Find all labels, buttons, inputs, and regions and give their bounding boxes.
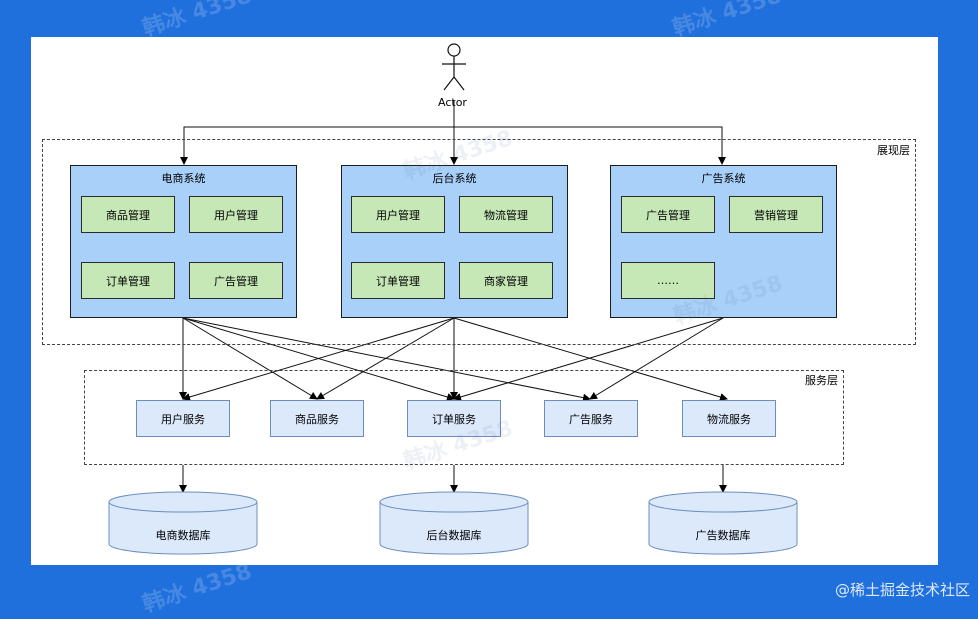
module-box: 广告管理: [621, 196, 715, 233]
actor-icon: [442, 43, 466, 91]
connector-lines: [108, 43, 798, 555]
service-box: 订单服务: [407, 400, 501, 437]
module-box: 广告管理: [189, 262, 283, 299]
module-box: 营销管理: [729, 196, 823, 233]
module-box: 用户管理: [189, 196, 283, 233]
module-box: 物流管理: [459, 196, 553, 233]
database-label: 后台数据库: [426, 529, 482, 542]
service-box: 广告服务: [544, 400, 638, 437]
system-title: 电商系统: [161, 172, 206, 185]
presentation-layer-label: 展现层: [877, 144, 910, 157]
module-box: 用户管理: [351, 196, 445, 233]
database-label: 广告数据库: [695, 529, 751, 542]
module-box: 商品管理: [81, 196, 175, 233]
service-box: 商品服务: [270, 400, 364, 437]
module-box: 订单管理: [351, 262, 445, 299]
presentation-layer: [42, 139, 916, 345]
service-layer-label: 服务层: [805, 374, 838, 387]
diagram-canvas: Actor 展现层 电商系统 商品管理 用户管理 订单管理 广告管理 后台系统 …: [31, 37, 938, 565]
module-box: 商家管理: [459, 262, 553, 299]
actor-label: Actor: [438, 96, 467, 109]
service-layer: [84, 370, 844, 465]
module-box: 订单管理: [81, 262, 175, 299]
service-box: 物流服务: [682, 400, 776, 437]
module-box: ……: [621, 262, 715, 299]
credit-text: @稀土掘金技术社区: [834, 581, 970, 599]
system-title: 后台系统: [432, 172, 477, 185]
system-title: 广告系统: [701, 172, 746, 185]
service-box: 用户服务: [136, 400, 230, 437]
database-cylinders: [108, 491, 798, 555]
database-label: 电商数据库: [155, 529, 211, 542]
